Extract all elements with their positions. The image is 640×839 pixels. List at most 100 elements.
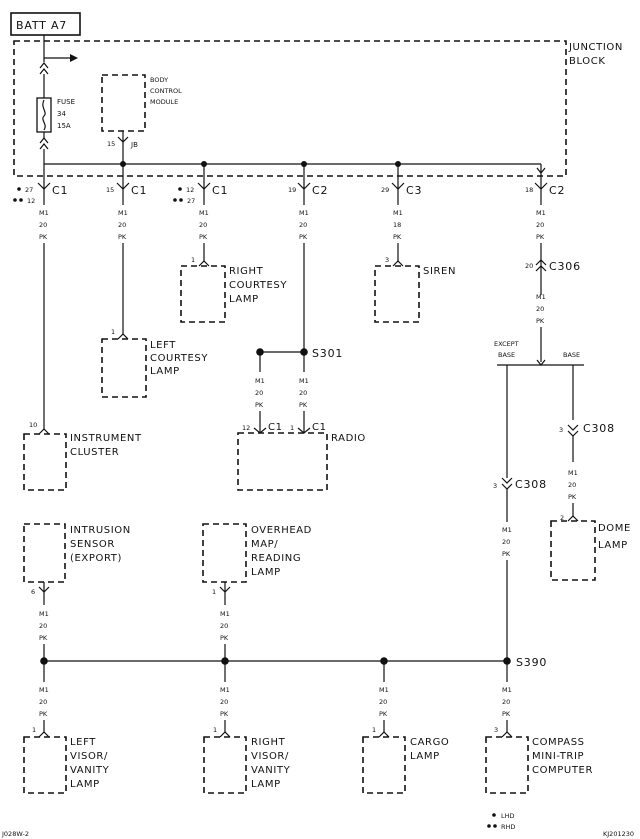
compass-label-3: COMPUTER: [532, 765, 593, 776]
lc-wire-code: M1: [118, 209, 128, 217]
lc-wire-color: PK: [118, 233, 127, 241]
rc-wire-color: PK: [199, 233, 208, 241]
right-courtesy-label-2: COURTESY: [229, 280, 287, 291]
legend-lhd: LHD: [501, 812, 515, 820]
right-visor-box: [203, 736, 247, 794]
radio-pin-b: 1: [290, 424, 294, 432]
bcm-label-1: BODY: [150, 76, 168, 84]
radio-a-wire-code: M1: [255, 377, 265, 385]
c308-base-connector-icon: [567, 424, 579, 437]
except-label-2: BASE: [498, 351, 515, 359]
lhd-dot: [492, 813, 496, 817]
compass-wire-color: PK: [502, 710, 511, 718]
c308-except-label: C308: [515, 478, 547, 491]
fuse-number: 34: [57, 110, 66, 118]
svg-text:27: 27: [187, 197, 195, 205]
bcm-label-2: CONTROL: [150, 87, 182, 95]
jb-output-1: 27 12 C1: [13, 164, 67, 205]
dome-wire-code: M1: [568, 469, 578, 477]
ic-pin-icon: [38, 428, 50, 435]
lv-wire-gauge: 20: [39, 698, 47, 706]
legend-rhd: RHD: [501, 823, 515, 831]
footer-right-code: KJ201230: [603, 830, 634, 838]
right-courtesy-label-1: RIGHT: [229, 266, 264, 277]
svg-text:C1: C1: [131, 184, 147, 197]
dome-wire-gauge: 20: [568, 481, 576, 489]
dome-lamp-box: [550, 520, 596, 581]
siren-pin-icon: [392, 260, 404, 267]
overhead-map-box: [202, 523, 247, 583]
ic-wire-gauge: 20: [39, 221, 47, 229]
lc-pin-icon: [117, 333, 129, 340]
radio-b-wire-gauge: 20: [299, 389, 307, 397]
dome-lamp-label-1: DOME: [598, 523, 631, 534]
dome-pin: 2: [560, 514, 564, 522]
fuse-bottom-connector-icon: [39, 137, 49, 150]
c306-out-wire-gauge: 20: [536, 305, 544, 313]
compass-wire-code: M1: [502, 686, 512, 694]
except-label-1: EXCEPT: [494, 340, 519, 348]
rc-wire-gauge: 20: [199, 221, 207, 229]
batt-arrow-head: [70, 54, 78, 62]
left-courtesy-box: [101, 338, 147, 398]
radio-wire-gauge: 20: [299, 221, 307, 229]
instrument-cluster-label-2: CLUSTER: [70, 447, 119, 458]
batt-a7-box: [10, 12, 81, 36]
left-visor-box: [23, 736, 67, 794]
svg-text:C2: C2: [312, 184, 328, 197]
right-visor-label-1: RIGHT: [251, 737, 286, 748]
c308-base-label: C308: [583, 422, 615, 435]
svg-text:15: 15: [106, 186, 114, 194]
right-courtesy-box: [180, 265, 226, 323]
svg-text:12: 12: [186, 186, 194, 194]
c6-wire-color: PK: [536, 233, 545, 241]
radio-pin-a: 12: [242, 424, 250, 432]
jb-output-3: 12 27 C1: [173, 164, 227, 205]
c308-except-connector-icon: [501, 477, 513, 490]
intrusion-pin: 6: [31, 588, 35, 596]
c306-out-wire-code: M1: [536, 293, 546, 301]
cargo-wire-code: M1: [379, 686, 389, 694]
bcm-box: [101, 74, 146, 132]
left-visor-label-2: VISOR/: [70, 751, 108, 762]
radio-wire-code: M1: [299, 209, 309, 217]
siren-label: SIREN: [423, 266, 456, 277]
cargo-lamp-box: [362, 736, 406, 794]
svg-text:27: 27: [25, 186, 33, 194]
svg-text:12: 12: [27, 197, 35, 205]
instrument-cluster-box: [23, 433, 67, 491]
intrusion-label-1: INTRUSION: [70, 525, 131, 536]
base-label: BASE: [563, 351, 580, 359]
svg-text:19: 19: [288, 186, 296, 194]
compass-wire-gauge: 20: [502, 698, 510, 706]
radio-a-wire-color: PK: [255, 401, 264, 409]
cargo-label-2: LAMP: [410, 751, 440, 762]
lv-pin-icon: [38, 731, 50, 738]
cargo-pin-icon: [378, 731, 390, 738]
lc-wire-gauge: 20: [118, 221, 126, 229]
lv-pin: 1: [32, 726, 36, 734]
jb-output-2: 15 C1: [106, 164, 147, 197]
intrusion-label-3: (EXPORT): [70, 553, 122, 564]
rv-wire-color: PK: [220, 710, 229, 718]
lv-wire-color: PK: [39, 710, 48, 718]
fuse-element-icon: [42, 99, 46, 131]
left-courtesy-label-2: COURTESY: [150, 353, 208, 364]
batt-a7-label: BATT A7: [16, 19, 67, 32]
rv-pin: 1: [213, 726, 217, 734]
compass-label-1: COMPASS: [532, 737, 585, 748]
jb-output-6: 18 C2: [525, 172, 564, 197]
siren-box: [374, 265, 420, 323]
left-courtesy-label-1: LEFT: [150, 340, 176, 351]
left-courtesy-label-3: LAMP: [150, 366, 180, 377]
bcm-label-3: MODULE: [150, 98, 178, 106]
rhd-dot-1: [487, 824, 491, 828]
jb-output-5: 29 C3: [381, 164, 421, 197]
dome-wire-color: PK: [568, 493, 577, 501]
overhead-wire-color: PK: [220, 634, 229, 642]
c308-base-pin: 3: [559, 426, 563, 434]
c306-out-wire-color: PK: [536, 317, 545, 325]
overhead-label-1: OVERHEAD: [251, 525, 312, 536]
junction-block-outline: [13, 40, 567, 177]
fuse-label: FUSE: [57, 98, 75, 106]
